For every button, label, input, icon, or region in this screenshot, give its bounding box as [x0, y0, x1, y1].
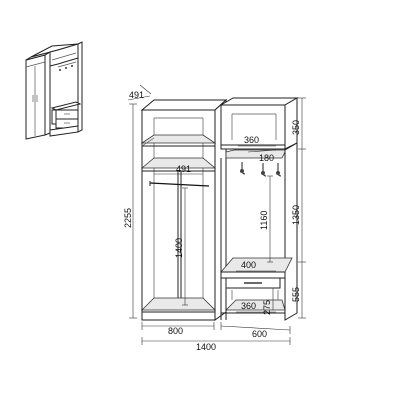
hook-rail-board: [225, 149, 287, 159]
dim-height-total: 2255: [123, 208, 133, 228]
right-cabinet-top: [219, 97, 299, 106]
left-cabinet-top: [140, 99, 228, 111]
dim-right-top-height: 350: [291, 120, 301, 135]
dim-hook-rail-depth: 180: [259, 153, 274, 163]
dim-shelf-depth-top: 360: [244, 135, 259, 145]
dim-depth-inner: 491: [176, 164, 191, 174]
dim-bottom-shelf-depth: 360: [241, 301, 256, 311]
wardrobe-main-drawing: [140, 97, 299, 321]
dim-right-width: 600: [252, 329, 267, 339]
dim-left-width: 800: [168, 326, 183, 336]
coat-hooks: [240, 162, 282, 177]
dim-depth-left: 491: [129, 90, 144, 100]
dim-rail-height: 1400: [174, 238, 184, 258]
dim-bench-depth: 400: [241, 260, 256, 270]
left-middle-shelf: [140, 157, 217, 169]
clothes-rail: [149, 182, 210, 187]
bench-seat: [220, 257, 293, 273]
dim-right-mid-height: 1350: [291, 205, 301, 225]
dim-right-bottom-height: 555: [291, 287, 301, 302]
dim-hook-height: 1160: [259, 211, 269, 230]
dimension-lines: [127, 84, 306, 345]
dim-bottom-shelf-height: 275: [262, 300, 272, 315]
dim-total-width: 1400: [196, 342, 216, 352]
thumbnail-preview: [25, 41, 83, 140]
dimension-labels: 491 2255 491 1400 360 180 1160 400 360 2…: [123, 90, 301, 352]
